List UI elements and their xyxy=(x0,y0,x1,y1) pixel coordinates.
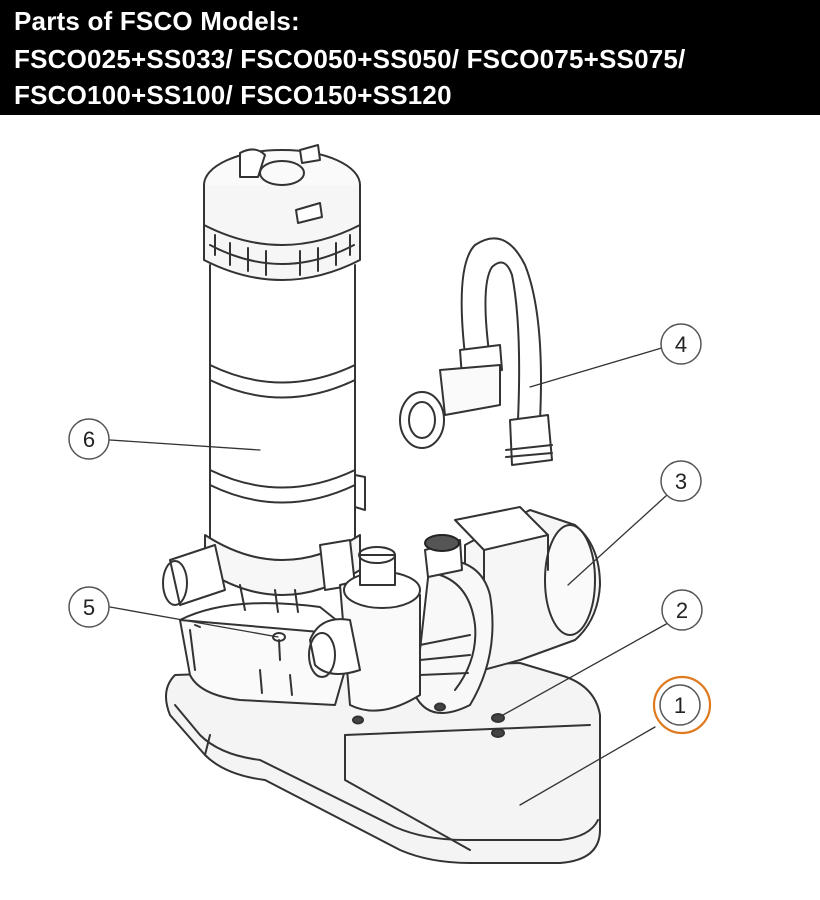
pump xyxy=(308,506,601,714)
base-leader-line xyxy=(519,726,656,806)
callout-5: 5 xyxy=(68,586,110,628)
callout-1: 1 xyxy=(652,675,712,735)
screw xyxy=(109,606,286,661)
title-bar: Parts of FSCO Models: FSCO025+SS033/ FSC… xyxy=(0,0,820,115)
callout-2-label: 2 xyxy=(676,598,688,623)
callout-6-label: 6 xyxy=(83,427,95,452)
bolts xyxy=(352,622,669,738)
parts-diagram: 1 2 3 4 5 6 xyxy=(68,144,712,864)
title-line-2: FSCO025+SS033/ FSCO050+SS050/ FSCO075+SS… xyxy=(14,44,686,74)
callout-6: 6 xyxy=(68,418,110,460)
base-plate xyxy=(165,662,601,864)
title-line-3: FSCO100+SS100/ FSCO150+SS120 xyxy=(14,80,452,110)
pump-leader-line xyxy=(567,494,668,586)
callout-1-label: 1 xyxy=(674,693,686,718)
hose xyxy=(399,237,553,466)
callout-2: 2 xyxy=(661,589,703,631)
callout-4: 4 xyxy=(660,323,702,365)
filter-leader-line xyxy=(109,439,261,451)
callout-3: 3 xyxy=(660,460,702,502)
filter-body xyxy=(162,144,366,613)
hose-leader-line xyxy=(529,346,666,388)
callout-3-label: 3 xyxy=(675,469,687,494)
title-line-1: Parts of FSCO Models: xyxy=(14,6,300,36)
callout-5-label: 5 xyxy=(83,595,95,620)
callout-4-label: 4 xyxy=(675,332,687,357)
